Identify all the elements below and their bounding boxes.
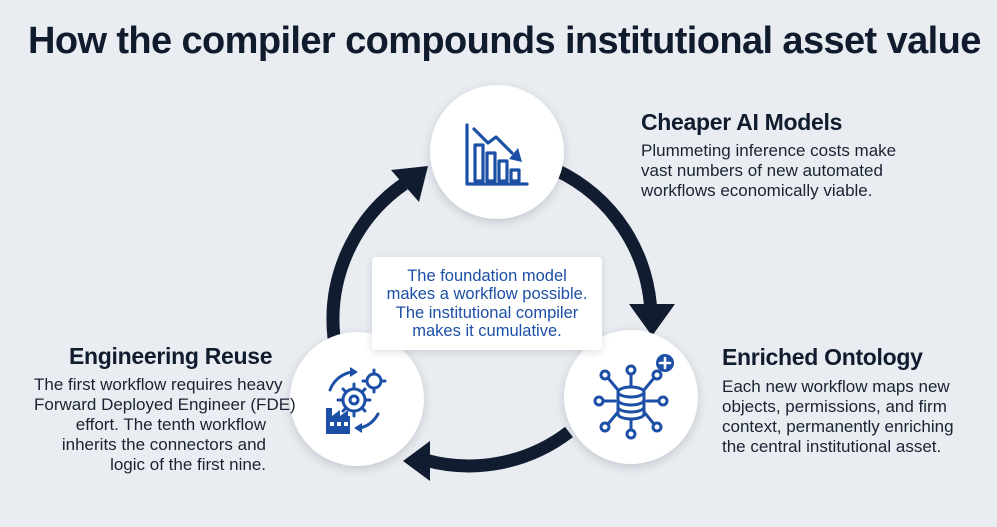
page-title: How the compiler compounds institutional… <box>28 20 981 62</box>
arrow-top-to-right <box>553 164 658 317</box>
declining-bar-chart-icon <box>465 123 529 186</box>
desc-line: inherits the connectors and <box>61 435 266 454</box>
node-cheaper-ai-models <box>430 85 564 219</box>
desc-enriched-ontology: Each new workflow maps new objects, perm… <box>722 377 954 457</box>
heading-enriched-ontology: Enriched Ontology <box>722 344 923 370</box>
arrow-left-to-top <box>326 178 408 339</box>
center-line: The institutional compiler <box>395 303 579 322</box>
center-message-box: The foundation model makes a workflow po… <box>372 257 602 350</box>
arrowhead-left <box>403 441 430 481</box>
desc-engineering-reuse: The first workflow requires heavy Forwar… <box>34 375 296 475</box>
heading-engineering-reuse: Engineering Reuse <box>69 343 273 369</box>
desc-line: workflows economically viable. <box>641 181 873 200</box>
desc-cheaper-ai-models: Plummeting inference costs make vast num… <box>641 141 896 201</box>
desc-line: vast numbers of new automated <box>641 161 883 180</box>
gears-factory-icon <box>326 367 387 434</box>
node-enriched-ontology <box>564 330 698 464</box>
heading-cheaper-ai-models: Cheaper AI Models <box>641 109 843 135</box>
arrowhead-down <box>629 304 675 336</box>
center-line: The foundation model <box>407 266 567 285</box>
arrowhead-up <box>391 166 428 202</box>
database-network-icon <box>593 354 674 440</box>
center-line: makes a workflow possible. <box>386 285 588 303</box>
desc-line: Forward Deployed Engineer (FDE) <box>34 395 296 414</box>
node-engineering-reuse <box>290 332 424 466</box>
desc-line: effort. The tenth workflow <box>75 415 266 434</box>
desc-line: Plummeting inference costs make <box>641 141 897 160</box>
desc-line: The first workflow requires heavy <box>34 375 283 394</box>
desc-line: Each new workflow maps new <box>722 377 950 396</box>
desc-line: objects, permissions, and firm <box>722 397 947 416</box>
desc-line: logic of the first nine. <box>110 455 266 474</box>
arrow-right-to-left <box>423 426 573 473</box>
desc-line: the central institutional asset. <box>722 437 942 456</box>
center-line: makes it cumulative. <box>412 322 562 340</box>
desc-line: context, permanently enriching <box>722 417 954 436</box>
